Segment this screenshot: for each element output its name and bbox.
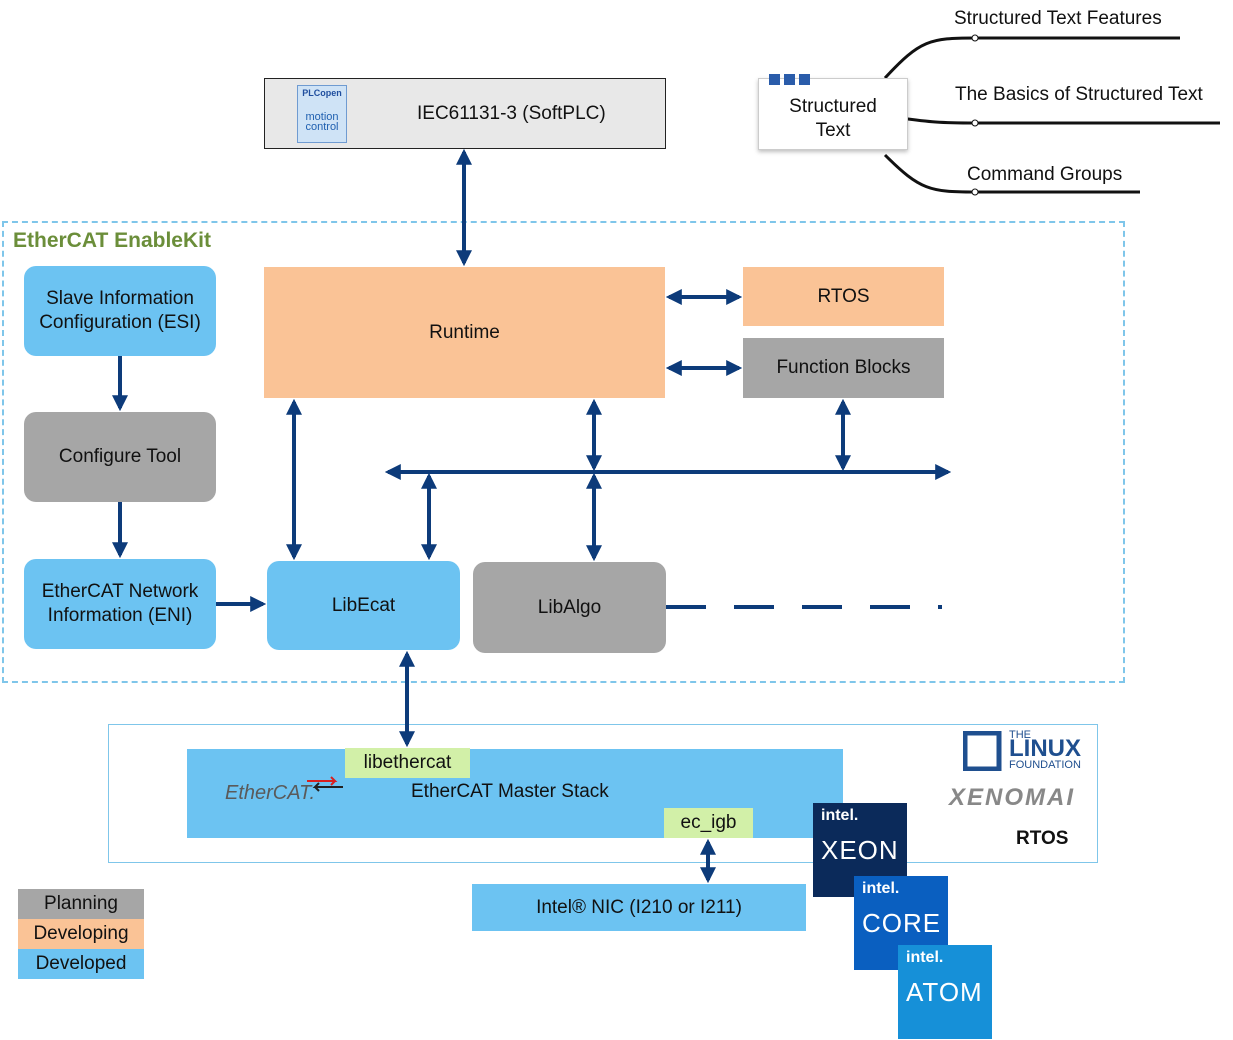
nic-box: Intel® NIC (I210 or I211) bbox=[472, 884, 806, 931]
softplc-box: PLCopen motion control IEC61131-3 (SoftP… bbox=[264, 78, 666, 149]
legend-developed: Developed bbox=[18, 949, 144, 979]
ec-igb-label: ec_igb bbox=[664, 808, 753, 838]
node-dots-icon bbox=[769, 74, 810, 85]
structured-text-label: Structured Text bbox=[789, 96, 877, 141]
rtos-box: RTOS bbox=[743, 267, 944, 326]
libalgo-box: LibAlgo bbox=[473, 562, 666, 653]
plcopen-logo-top: PLCopen bbox=[302, 88, 342, 98]
atom-product: ATOM bbox=[906, 977, 983, 1007]
structured-text-node: Structured Text bbox=[758, 74, 908, 150]
master-stack-label: EtherCAT Master Stack bbox=[411, 781, 609, 802]
softplc-label: IEC61131-3 (SoftPLC) bbox=[417, 103, 606, 124]
xenomai-logo: XENOMAI bbox=[949, 784, 1076, 811]
system-container bbox=[108, 724, 1098, 863]
st-item-command-groups: Command Groups bbox=[967, 164, 1123, 185]
esi-box: Slave Information Configuration (ESI) bbox=[24, 266, 216, 356]
rtos-platform-label: RTOS bbox=[1016, 828, 1069, 849]
linux-logo-the: THE bbox=[1009, 729, 1031, 741]
intel-atom-badge: intel. ATOM bbox=[898, 945, 992, 1039]
libethercat-label: libethercat bbox=[345, 748, 470, 778]
legend-planning: Planning bbox=[18, 889, 144, 919]
core-product: CORE bbox=[862, 908, 942, 938]
enablekit-container bbox=[2, 221, 1125, 683]
enablekit-title: EtherCAT EnableKit bbox=[13, 229, 211, 252]
plcopen-logo: PLCopen motion control bbox=[297, 85, 347, 143]
core-brand: intel. bbox=[862, 880, 900, 897]
linux-logo-foundation: FOUNDATION bbox=[1009, 759, 1081, 771]
plcopen-logo-bot: control bbox=[305, 121, 339, 133]
runtime-box: Runtime bbox=[264, 267, 665, 398]
ethercat-logo-text: EtherCAT. bbox=[225, 782, 316, 804]
plcopen-logo-mid: motion bbox=[305, 111, 339, 123]
configure-tool-box: Configure Tool bbox=[24, 412, 216, 502]
st-item-features: Structured Text Features bbox=[954, 8, 1162, 29]
linux-foundation-mark-icon bbox=[963, 731, 1002, 771]
ethercat-logo: EtherCAT. bbox=[225, 781, 315, 805]
xeon-product: XEON bbox=[821, 835, 899, 865]
linux-logo-linux: LINUX bbox=[1009, 735, 1081, 762]
st-item-basics: The Basics of Structured Text bbox=[955, 84, 1203, 105]
libecat-box: LibEcat bbox=[267, 561, 460, 650]
atom-brand: intel. bbox=[906, 949, 944, 966]
legend-developing: Developing bbox=[18, 919, 144, 949]
ethercat-logo-arrows-icon bbox=[307, 776, 343, 792]
linux-foundation-logo: THE LINUX FOUNDATION bbox=[963, 729, 1093, 773]
xeon-brand: intel. bbox=[821, 807, 859, 824]
eni-box: EtherCAT Network Information (ENI) bbox=[24, 559, 216, 649]
function-blocks-box: Function Blocks bbox=[743, 338, 944, 398]
